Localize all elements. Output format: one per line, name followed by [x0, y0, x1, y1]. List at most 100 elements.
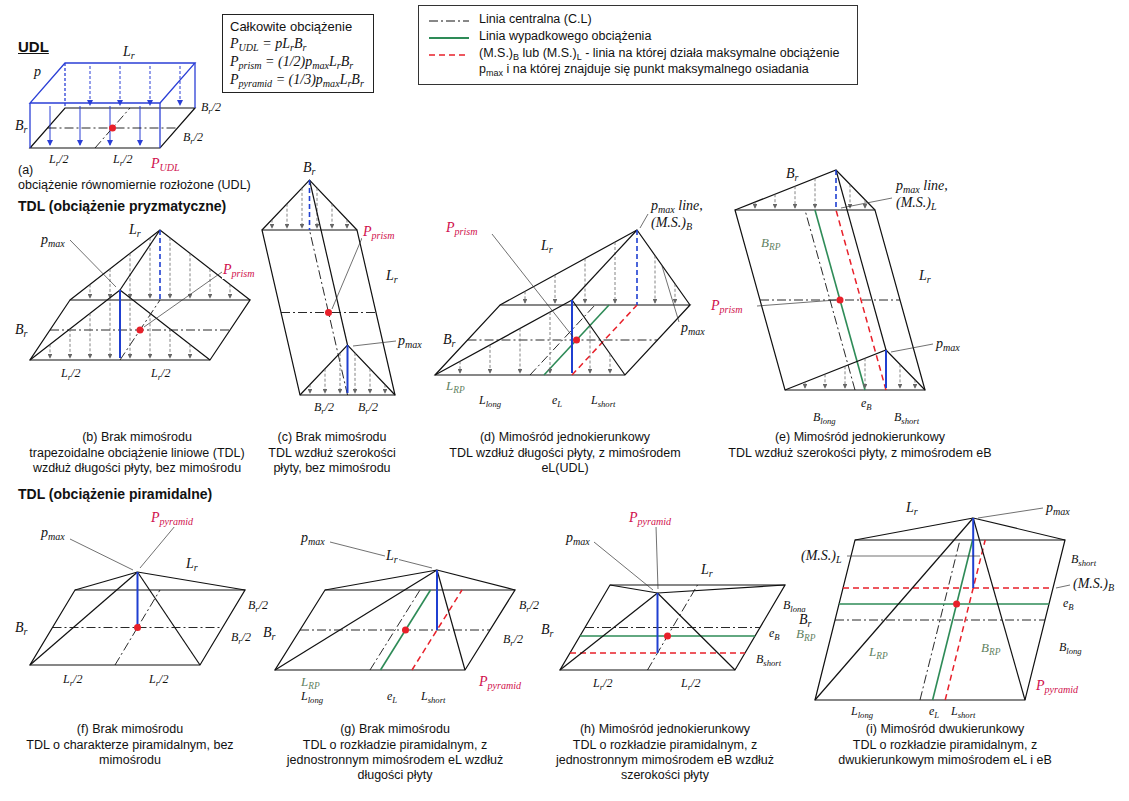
caption-text: (i) Mimośród dwukierunkowy — [815, 722, 1075, 737]
section-heading: TDL (obciążenie piramidalne) — [18, 486, 212, 503]
legend-text: (M.S.)B lub (M.S.)L - linia na której dz… — [479, 46, 849, 78]
math-label: pmax — [680, 320, 706, 337]
caption-text: (a) — [18, 163, 33, 178]
dimension-label: Lr/2 — [592, 676, 613, 691]
load-label: Pprism — [710, 298, 744, 315]
dimension-label: Blong — [812, 410, 837, 425]
caption-text: (d) Mimośród jednokierunkowy — [435, 430, 695, 445]
dimension-label: Lr/2 — [680, 676, 701, 691]
legend-line — [429, 21, 469, 22]
dimension-label: eL — [928, 704, 940, 719]
load-label: Ppyramid — [150, 510, 194, 527]
legend-text: Linia centralna (C.L) — [479, 12, 592, 27]
math-label: pmax — [300, 530, 326, 547]
math-label: Br — [262, 625, 277, 642]
dimension-label: eB — [860, 396, 873, 411]
dimension-label: Lr/2 — [150, 366, 171, 381]
panel-f — [30, 526, 245, 665]
legend-sample — [427, 32, 471, 44]
caption-text: obciążenie równomiernie rozłożone (UDL) — [18, 178, 251, 193]
resultant-label: LRP — [445, 378, 466, 395]
formula-text: Ppyramid = (1/3)pmaxLrBr — [230, 71, 366, 89]
math-label: Lr — [385, 548, 399, 565]
load-label: Pprism — [222, 262, 256, 279]
legend-line — [429, 37, 469, 39]
dimension-label: eB — [768, 626, 781, 641]
dimension-label: Llong — [300, 689, 324, 704]
dimension-label: eB — [1062, 596, 1075, 611]
dimension-label: Br/2 — [357, 400, 379, 415]
math-label: Lr — [185, 556, 199, 573]
panel-i — [815, 508, 1070, 700]
math-label: Lr — [700, 562, 714, 579]
legend-sample — [427, 15, 471, 27]
math-label: pmax line, (M.S.)L — [895, 178, 982, 212]
caption-text: (f) Brak mimośrodu — [20, 722, 240, 737]
box-heading: Całkowite obciążenie — [230, 18, 366, 35]
panel-b — [30, 230, 250, 360]
load-label: Ppyramid — [1035, 678, 1079, 695]
dimension-label: eL — [386, 689, 398, 704]
resultant-label: BRP — [980, 640, 1001, 657]
formula-box: Całkowite obciążeniePUDL = pLrBrPprism =… — [222, 14, 374, 93]
dimension-label: Bshort — [755, 652, 782, 667]
formula-text: Pprism = (1/2)pmaxLrBr — [230, 53, 366, 71]
dimension-label: Llong — [850, 704, 874, 719]
section-heading: UDL — [18, 38, 49, 56]
dimension-label: Br/2 — [518, 598, 540, 613]
caption-text: (h) Mimośród jednokierunkowy — [540, 722, 790, 737]
caption-text: (g) Brak mimośrodu — [270, 722, 520, 737]
dimension-label: Br/2 — [230, 630, 252, 645]
dimension-label: Br/2 — [200, 100, 222, 115]
math-label: Br — [785, 166, 800, 183]
math-label: Br — [302, 160, 317, 177]
caption-text: TDL o rozkładzie piramidalnym, z dwukier… — [815, 738, 1075, 768]
dimension-label: eL — [551, 393, 563, 408]
dimension-label: Lr/2 — [112, 152, 133, 167]
math-label: pmax — [935, 336, 961, 353]
section-heading: TDL (obciążenie pryzmatyczne) — [18, 198, 226, 215]
legend-box: Linia centralna (C.L)Linia wypadkowego o… — [418, 5, 858, 85]
math-label: Br — [14, 118, 29, 135]
resultant-label: BRP — [760, 235, 781, 252]
dimension-label: Lshort — [590, 393, 616, 408]
math-label: pmax — [397, 333, 423, 350]
math-label: (M.S.)L — [800, 548, 843, 565]
dimension-label: Blong — [1058, 640, 1083, 655]
caption-text: (b) Brak mimośrodu — [17, 430, 257, 445]
caption-text: TDL o rozkładzie piramidalnym, z jednost… — [270, 738, 520, 783]
math-label: pmax — [40, 232, 66, 249]
math-label: Lr — [128, 222, 142, 239]
dimension-label: Bshort — [1070, 552, 1097, 567]
caption-text: TDL o rozkładzie piramidalnym, z jednost… — [540, 738, 790, 783]
dimension-label: Bshort — [893, 410, 920, 425]
load-label: Ppyramid — [478, 674, 522, 691]
dimension-label: Blong — [782, 598, 807, 613]
math-label: (M.S.)B — [1072, 576, 1115, 593]
math-label: p — [33, 64, 42, 80]
math-label: Lr — [122, 44, 136, 61]
legend-sample — [427, 49, 471, 61]
load-label: Pprism — [362, 224, 396, 241]
panel-h — [560, 526, 785, 670]
math-label: pmax — [565, 530, 591, 547]
caption-text: TDL wzdłuż szerokości płyty, z mimośrode… — [720, 446, 1000, 461]
math-label: Br — [442, 332, 457, 349]
caption-text: (e) Mimośród jednokierunkowy — [720, 430, 1000, 445]
legend-row: Linia centralna (C.L) — [427, 12, 849, 27]
load-label: Pprism — [445, 220, 479, 237]
math-label: Lr — [385, 268, 399, 285]
caption-text: TDL wzdłuż szerokości płyty, bez mimośro… — [257, 446, 407, 476]
panel-c — [262, 180, 396, 395]
caption-text: TDL o charakterze piramidalnym, bez mimo… — [20, 738, 240, 768]
caption-text: (c) Brak mimośrodu — [257, 430, 407, 445]
formula-text: PUDL = pLrBr — [230, 35, 366, 53]
dimension-label: Br/2 — [502, 632, 524, 647]
panel-d — [435, 214, 690, 375]
panel-a — [30, 63, 195, 148]
caption-text: trapezoidalne obciążenie liniowe (TDL) w… — [20, 446, 255, 476]
dimension-label: Lr/2 — [148, 672, 169, 687]
load-label: Ppyramid — [628, 510, 672, 527]
dimension-label: Lr/2 — [62, 672, 83, 687]
